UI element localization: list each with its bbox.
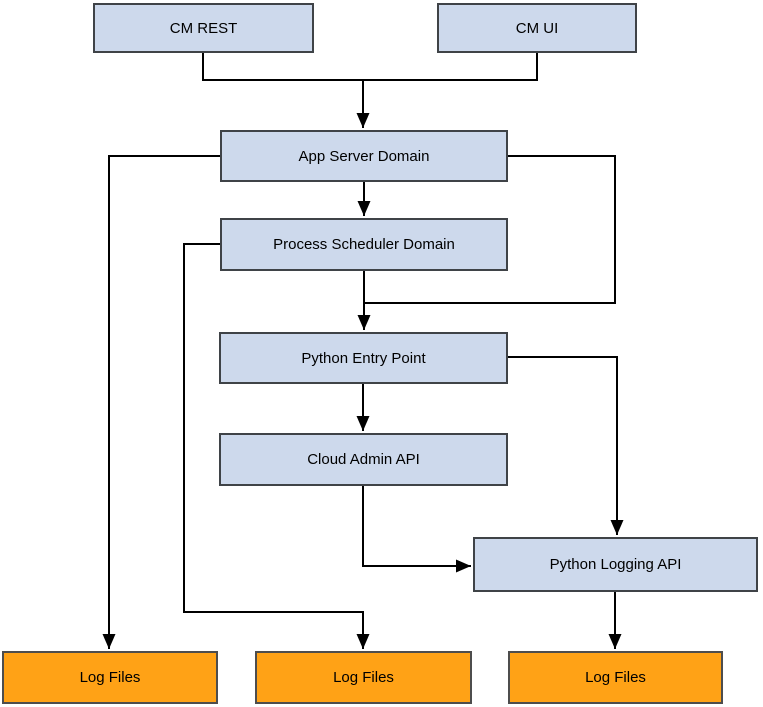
node-app-server-domain: App Server Domain: [220, 130, 508, 182]
node-label: Process Scheduler Domain: [273, 236, 455, 253]
node-label: App Server Domain: [298, 147, 430, 165]
edge-cloud-admin-to-python-logging: [362, 486, 471, 573]
edge-app-server-to-python-entry: [364, 155, 616, 304]
edge-python-entry-to-python-logging: [508, 356, 624, 535]
node-label: Python Logging API: [549, 556, 682, 573]
node-log-files-3: Log Files: [508, 651, 723, 704]
node-label: Log Files: [585, 669, 646, 686]
node-label: Python Entry Point: [301, 349, 426, 367]
node-label: Log Files: [79, 669, 141, 686]
node-cm-ui: CM UI: [437, 3, 637, 53]
node-label: CM REST: [169, 19, 238, 37]
node-process-scheduler-domain: Process Scheduler Domain: [220, 218, 508, 271]
edge-process-scheduler-to-log-files-2: [183, 243, 370, 649]
edge-app-server-to-log-files-1: [102, 155, 220, 649]
node-python-entry-point: Python Entry Point: [219, 332, 508, 384]
node-log-files-2: Log Files: [255, 651, 472, 704]
edge-cm-trunk: [202, 53, 538, 81]
node-log-files-1: Log Files: [2, 651, 218, 704]
node-cloud-admin-api: Cloud Admin API: [219, 433, 508, 486]
node-python-logging-api: Python Logging API: [473, 537, 758, 592]
node-label: Log Files: [333, 669, 394, 686]
node-label: Cloud Admin API: [307, 451, 420, 468]
node-cm-rest: CM REST: [93, 3, 314, 53]
node-label: CM UI: [515, 19, 559, 37]
